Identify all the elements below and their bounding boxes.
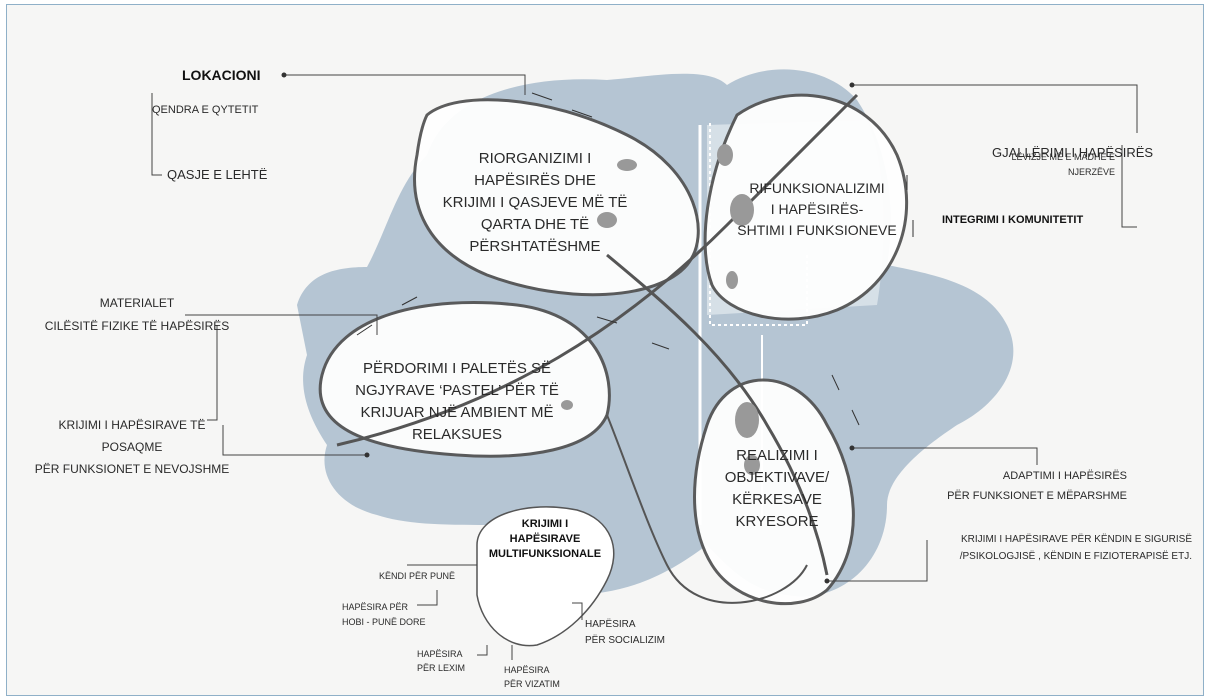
petal-middle-left [318, 301, 611, 458]
label-integrimi: INTEGRIMI I KOMUNITETIT [942, 214, 1083, 226]
petal-top-left [413, 98, 700, 297]
label-vizatim: HAPËSIRA PËR VIZATIM [504, 665, 560, 689]
label-materialet: MATERIALET [100, 296, 175, 310]
svg-text:KRIJUAR NJË AMBIENT MË: KRIJUAR NJË AMBIENT MË [360, 404, 553, 421]
label-gjallerimi: GJALLËRIMI I HAPËSIRËS [992, 145, 1153, 160]
svg-text:NGJYRAVE ‘PASTEL’ PËR TË: NGJYRAVE ‘PASTEL’ PËR TË [355, 382, 559, 399]
pebble [561, 400, 573, 410]
svg-text:RIFUNKSIONALIZIMI: RIFUNKSIONALIZIMI [749, 180, 884, 196]
petal-top-right [703, 93, 909, 321]
svg-text:PËR FUNKSIONET E MËPARSHME: PËR FUNKSIONET E MËPARSHME [947, 490, 1127, 502]
label-qasje: QASJE E LEHTË [167, 167, 268, 182]
text-middle-left: PËRDORIMI I PALETËS SË NGJYRAVE ‘PASTEL’… [355, 360, 559, 443]
svg-text:KRIJIMI I QASJEVE MË TË: KRIJIMI I QASJEVE MË TË [443, 194, 628, 211]
svg-text:PËRSHTATËSHME: PËRSHTATËSHME [469, 238, 600, 255]
svg-text:KRIJIMI I HAPËSIRAVE TË: KRIJIMI I HAPËSIRAVE TË [59, 418, 206, 432]
svg-text:KRIJIMI I HAPËSIRAVE PËR KËND: KRIJIMI I HAPËSIRAVE PËR KËNDIN E SIGURI… [961, 533, 1192, 545]
connector-dot [849, 445, 855, 451]
pebble [617, 159, 637, 171]
svg-text:KRYESORE: KRYESORE [735, 513, 818, 530]
svg-text:HAPËSIRËS DHE: HAPËSIRËS DHE [474, 172, 596, 189]
connector-dot [849, 82, 855, 88]
svg-text:/PSIKOLOGJISË , KËNDIN E FIZIO: /PSIKOLOGJISË , KËNDIN E FIZIOTERAPISË E… [960, 550, 1192, 562]
label-adaptimi: ADAPTIMI I HAPËSIRËS PËR FUNKSIONET E MË… [947, 470, 1127, 502]
svg-text:KRIJIMI I: KRIJIMI I [522, 518, 568, 530]
svg-text:I HAPËSIRËS-: I HAPËSIRËS- [771, 201, 864, 217]
svg-text:POSAQME: POSAQME [102, 440, 163, 454]
svg-text:QARTA DHE TË: QARTA DHE TË [481, 216, 589, 233]
label-lexim: HAPËSIRA PËR LEXIM [417, 649, 465, 673]
svg-text:HAPËSIRAVE: HAPËSIRAVE [510, 532, 581, 545]
svg-text:HAPËSIRA: HAPËSIRA [417, 649, 463, 659]
label-krijimi-kendin: KRIJIMI I HAPËSIRAVE PËR KËNDIN E SIGURI… [960, 533, 1193, 562]
concept-diagram: RIORGANIZIMI I HAPËSIRËS DHE KRIJIMI I Q… [35, 67, 1193, 689]
pebble [735, 402, 759, 438]
petal-bottom-right [693, 378, 855, 606]
text-bottom-center: KRIJIMI I HAPËSIRAVE MULTIFUNKSIONALE [489, 518, 601, 560]
svg-text:PËR VIZATIM: PËR VIZATIM [504, 679, 560, 689]
connectors [151, 74, 1138, 660]
connector-dot [824, 578, 830, 584]
pebble [730, 194, 754, 226]
label-krijimi-hapesirave: KRIJIMI I HAPËSIRAVE TË POSAQME PËR FUNK… [35, 418, 229, 476]
svg-text:RELAKSUES: RELAKSUES [412, 426, 502, 443]
flow-curve [336, 93, 859, 447]
label-socializim: HAPËSIRA PËR SOCIALIZIM [585, 618, 665, 646]
svg-text:RIORGANIZIMI I: RIORGANIZIMI I [479, 150, 592, 167]
svg-text:MULTIFUNKSIONALE: MULTIFUNKSIONALE [489, 548, 601, 560]
flow-arrows [356, 92, 914, 426]
svg-text:PËR FUNKSIONET E NEVOJSHME: PËR FUNKSIONET E NEVOJSHME [35, 462, 229, 476]
text-top-right: RIFUNKSIONALIZIMI I HAPËSIRËS- SHTIMI I … [737, 180, 896, 238]
petal-bottom-center [476, 506, 615, 647]
label-kendi-pune: KËNDI PËR PUNË [379, 571, 455, 581]
connector-dot [364, 452, 370, 458]
label-cilesite: CILËSITË FIZIKE TË HAPËSIRËS [45, 319, 230, 333]
svg-text:OBJEKTIVAVE/: OBJEKTIVAVE/ [725, 469, 830, 486]
svg-text:ADAPTIMI I HAPËSIRËS: ADAPTIMI I HAPËSIRËS [1003, 470, 1127, 482]
svg-text:PËR LEXIM: PËR LEXIM [417, 663, 465, 673]
flow-curve [606, 253, 829, 576]
label-hobi: HAPËSIRA PËR HOBI - PUNË DORE [342, 602, 426, 627]
pebble [726, 271, 738, 289]
connector-dot [281, 72, 287, 78]
svg-text:NJERZËVE: NJERZËVE [1068, 167, 1115, 177]
text-top-left: RIORGANIZIMI I HAPËSIRËS DHE KRIJIMI I Q… [443, 150, 628, 255]
label-qendra: QENDRA E QYTETIT [152, 104, 259, 116]
svg-text:HAPËSIRA: HAPËSIRA [585, 618, 636, 630]
svg-text:HAPËSIRA: HAPËSIRA [504, 665, 550, 675]
svg-text:PËRDORIMI I PALETËS SË: PËRDORIMI I PALETËS SË [363, 360, 551, 377]
svg-text:PËR SOCIALIZIM: PËR SOCIALIZIM [585, 634, 665, 646]
svg-text:HAPËSIRA PËR: HAPËSIRA PËR [342, 602, 409, 612]
flow-curve [606, 414, 808, 604]
svg-text:KËRKESAVE: KËRKESAVE [732, 491, 822, 508]
text-bottom-right: REALIZIMI I OBJEKTIVAVE/ KËRKESAVE KRYES… [725, 447, 830, 530]
pebble [717, 144, 733, 166]
pebble [597, 212, 617, 228]
label-levizje: LËVIZJE MË E MADHE E NJERZËVE [1011, 152, 1115, 177]
diagram-frame: RIORGANIZIMI I HAPËSIRËS DHE KRIJIMI I Q… [6, 4, 1204, 696]
svg-text:HOBI - PUNË DORE: HOBI - PUNË DORE [342, 617, 426, 627]
svg-text:LËVIZJE MË E MADHE E: LËVIZJE MË E MADHE E [1011, 152, 1115, 162]
pebble [744, 455, 760, 475]
label-lokacioni: LOKACIONI [182, 67, 261, 83]
svg-text:REALIZIMI I: REALIZIMI I [736, 447, 818, 464]
svg-text:SHTIMI I FUNKSIONEVE: SHTIMI I FUNKSIONEVE [737, 222, 896, 238]
